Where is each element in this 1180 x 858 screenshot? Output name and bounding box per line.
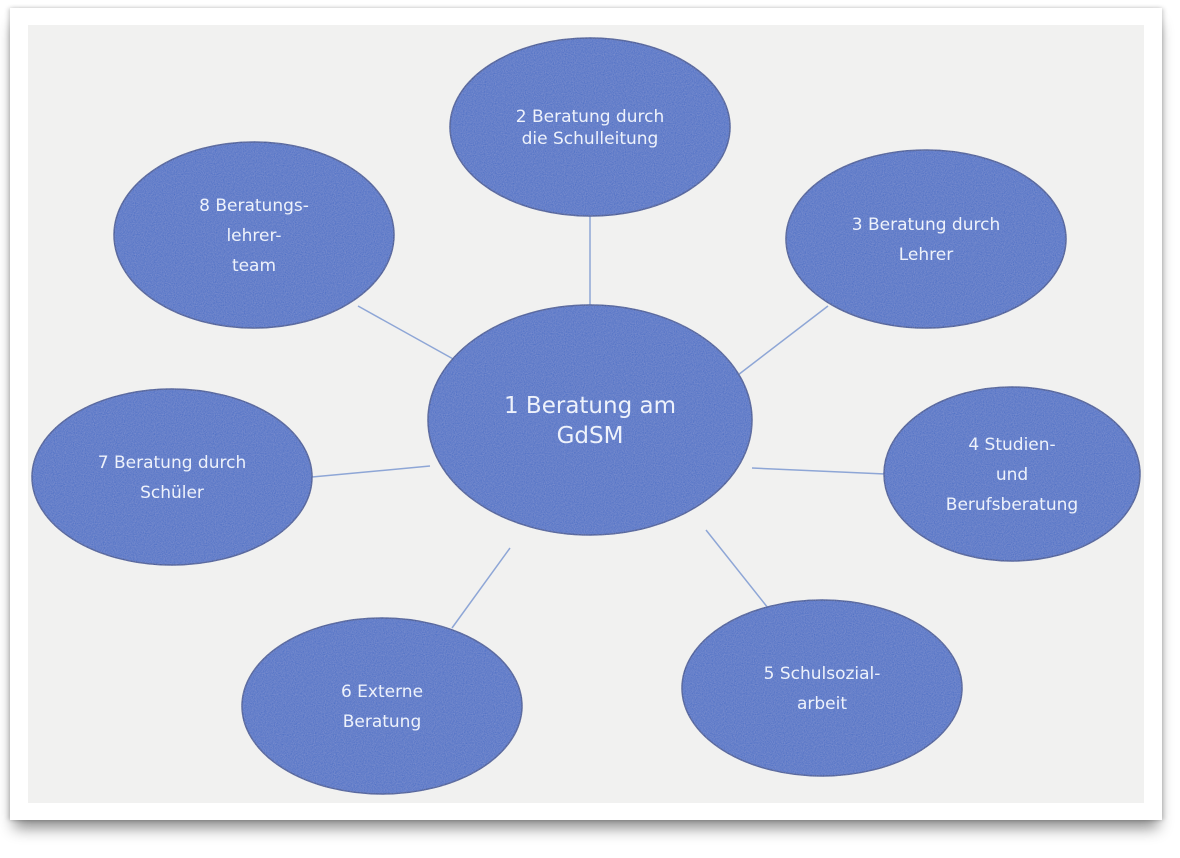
- node-label-line: Beratung: [343, 712, 422, 732]
- node-ellipse: [449, 37, 731, 217]
- node-label-line: die Schulleitung: [522, 129, 659, 149]
- node-label-line: Berufsberatung: [946, 495, 1078, 515]
- node-8: 8 Beratungs-lehrer-team: [113, 141, 395, 329]
- node-label-line: arbeit: [797, 694, 847, 714]
- node-label-line: lehrer-: [226, 226, 281, 246]
- connector-5: [705, 529, 769, 609]
- node-5: 5 Schulsozial-arbeit: [681, 599, 963, 777]
- node-label-line: Schüler: [140, 483, 204, 503]
- node-label-line: und: [996, 465, 1028, 485]
- node-ellipse: [785, 149, 1067, 329]
- node-label-line: 1 Beratung am: [504, 393, 676, 419]
- node-label-line: 8 Beratungs-: [199, 196, 309, 216]
- node-label-line: 6 Externe: [341, 682, 423, 702]
- node-label-line: 7 Beratung durch: [98, 453, 246, 473]
- node-label-line: team: [232, 256, 276, 276]
- node-ellipse: [681, 599, 963, 777]
- connector-8: [357, 305, 456, 361]
- node-label-line: 4 Studien-: [968, 435, 1055, 455]
- node-label-line: 2 Beratung durch: [516, 107, 664, 127]
- node-label-line: GdSM: [557, 423, 624, 449]
- connector-4: [751, 467, 886, 475]
- node-label-line: Lehrer: [899, 245, 953, 265]
- node-ellipse: [31, 388, 313, 566]
- center-node: 1 Beratung am GdSM: [427, 304, 753, 536]
- node-ellipse: [113, 141, 395, 329]
- node-ellipse: [241, 617, 523, 795]
- connector-3: [737, 305, 829, 376]
- node-ellipse: [427, 304, 753, 536]
- connector-7: [311, 465, 431, 478]
- connector-6: [451, 547, 511, 629]
- connectors: [311, 216, 886, 629]
- node-ellipse: [883, 386, 1141, 562]
- node-label-line: 5 Schulsozial-: [764, 664, 881, 684]
- node-label-line: 3 Beratung durch: [852, 215, 1000, 235]
